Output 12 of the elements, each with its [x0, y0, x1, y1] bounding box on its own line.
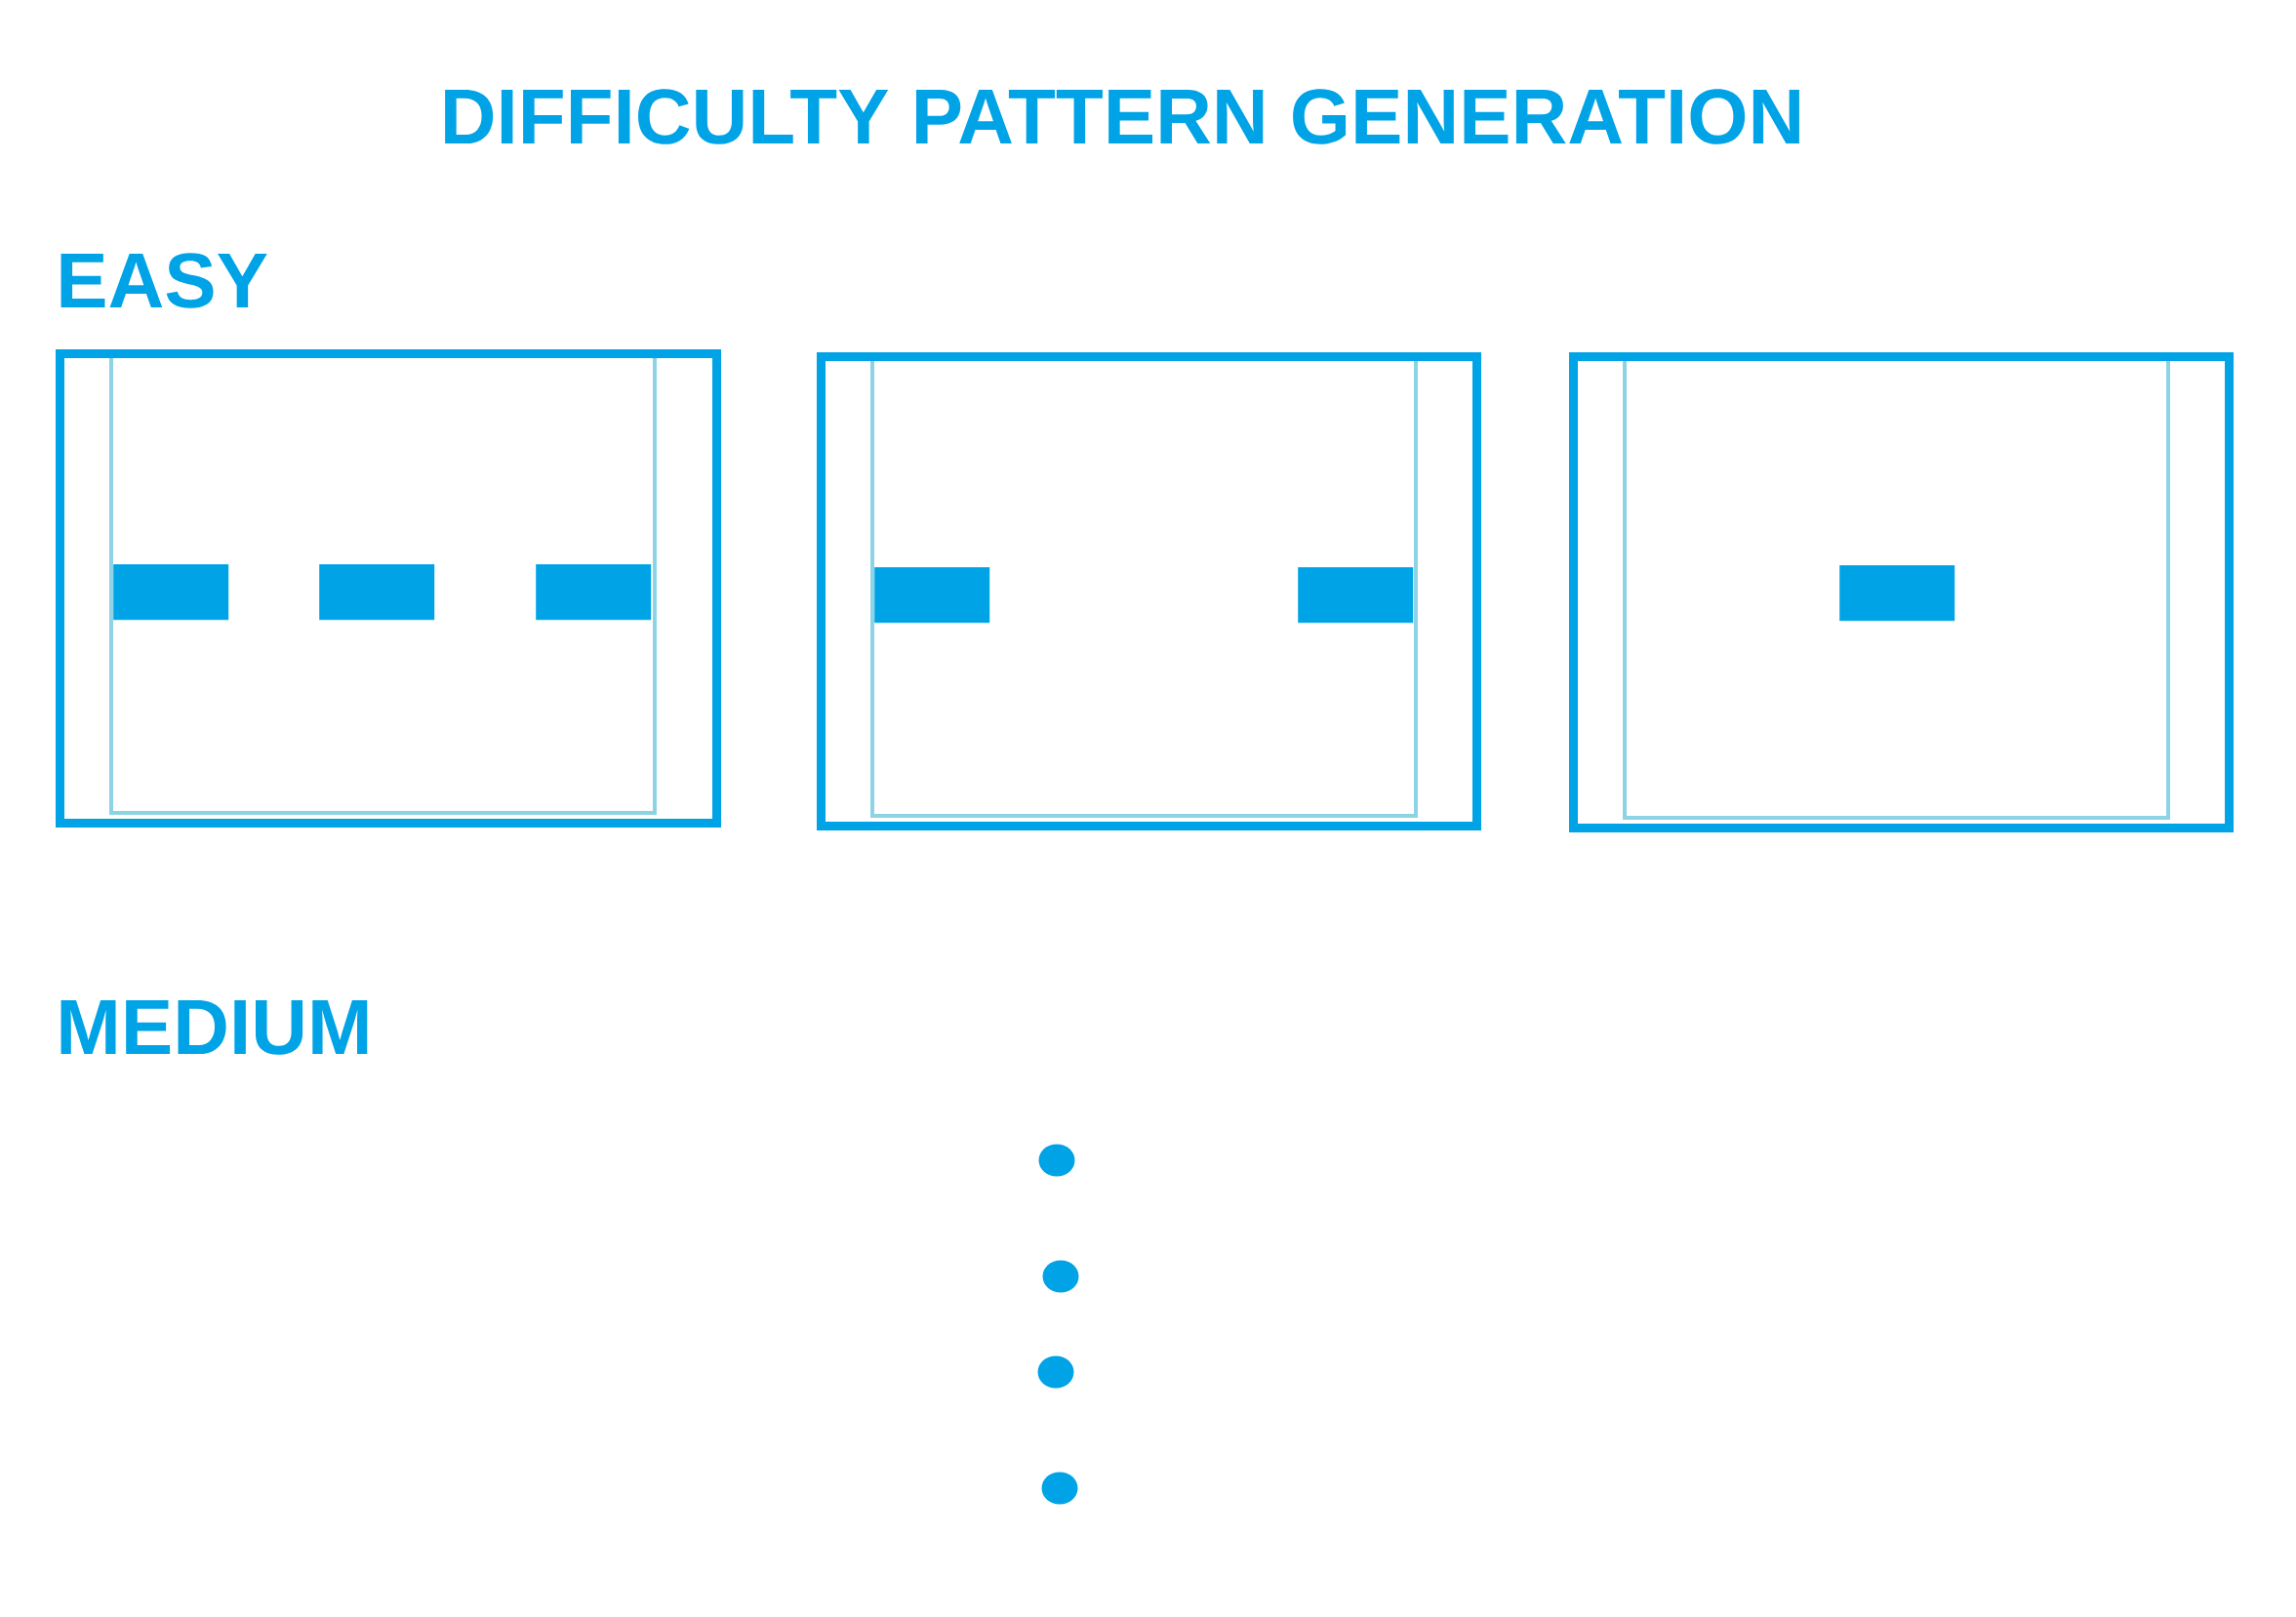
bar: [319, 564, 435, 621]
bar: [536, 564, 652, 621]
section-heading: MEDIUM: [60, 1000, 368, 1055]
bar: [874, 567, 990, 624]
bar: [1298, 567, 1414, 624]
bar: [1839, 565, 1955, 622]
bar: [113, 564, 229, 621]
frame: [1569, 352, 2235, 832]
title: DIFFICULTY PATTERN GENERATION: [445, 89, 1799, 144]
frame: [817, 352, 1481, 830]
section-heading: EASY: [60, 253, 267, 308]
frame: [56, 349, 721, 828]
